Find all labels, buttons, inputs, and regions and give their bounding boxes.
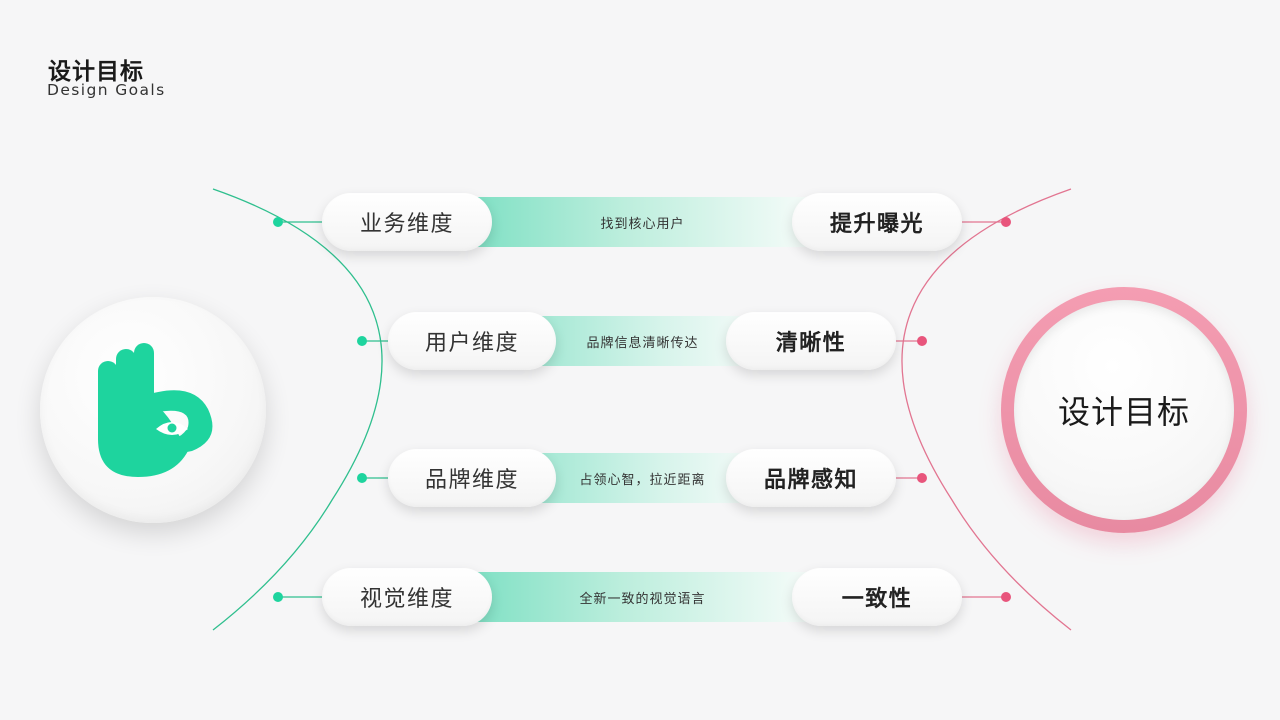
description-bar: 找到核心用户 — [470, 197, 815, 247]
dimension-pill: 业务维度 — [322, 193, 492, 251]
description-text: 品牌信息清晰传达 — [586, 335, 699, 351]
page-subtitle: Design Goals — [47, 81, 166, 99]
description-bar: 占领心智，拉近距离 — [540, 453, 745, 503]
right-dot — [1001, 592, 1011, 602]
description-text: 占领心智，拉近距离 — [579, 472, 706, 488]
right-arc — [901, 188, 1072, 631]
dimension-pill: 用户维度 — [388, 312, 556, 370]
right-dot — [917, 473, 927, 483]
ok-hand-eye-icon — [98, 343, 213, 477]
right-dot — [917, 336, 927, 346]
left-dot — [357, 336, 367, 346]
goal-circle-inner: 设计目标 — [1014, 300, 1234, 520]
right-dot — [1001, 217, 1011, 227]
description-bar: 品牌信息清晰传达 — [540, 316, 745, 366]
left-dot — [273, 217, 283, 227]
dimension-pill: 品牌维度 — [388, 449, 556, 507]
description-text: 找到核心用户 — [600, 216, 685, 232]
description-bar: 全新一致的视觉语言 — [470, 572, 815, 622]
dimension-pill: 视觉维度 — [322, 568, 492, 626]
goal-pill: 一致性 — [792, 568, 962, 626]
goal-pill: 清晰性 — [726, 312, 896, 370]
left-dot — [357, 473, 367, 483]
left-dot — [273, 592, 283, 602]
left-arc — [212, 188, 383, 631]
goal-circle: 设计目标 — [1001, 287, 1247, 533]
goal-circle-label: 设计目标 — [1057, 393, 1190, 431]
logo-circle — [40, 297, 266, 523]
goal-pill: 品牌感知 — [726, 449, 896, 507]
goal-pill: 提升曝光 — [792, 193, 962, 251]
page-title: 设计目标 — [48, 59, 144, 85]
description-text: 全新一致的视觉语言 — [579, 591, 706, 607]
